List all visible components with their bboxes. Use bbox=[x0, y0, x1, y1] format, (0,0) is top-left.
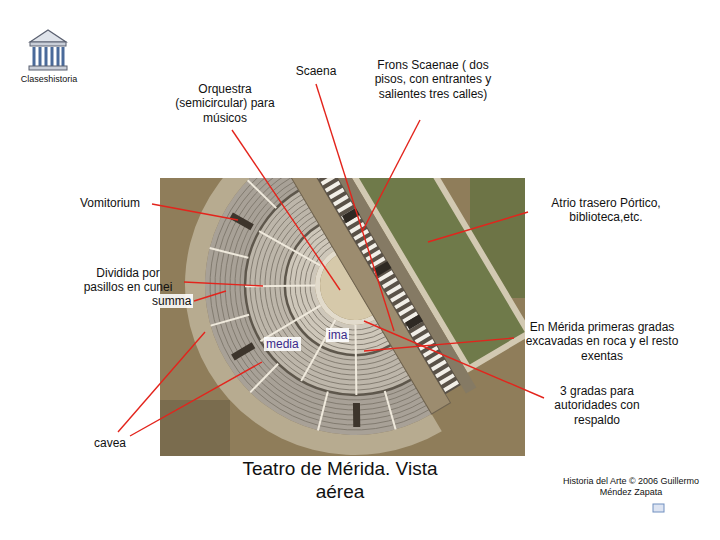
leader-line bbox=[428, 212, 528, 242]
part-label: ima bbox=[326, 328, 349, 342]
logo-architrave bbox=[30, 42, 66, 46]
nav-icon bbox=[653, 504, 664, 512]
note-label: 3 gradas para autoridades con respaldo bbox=[540, 384, 654, 427]
part-label: Atrio trasero Pórtico, biblioteca,etc. bbox=[535, 196, 677, 225]
pulpitum-stage bbox=[278, 178, 450, 414]
part-label: Orquestra (semicircular) para músicos bbox=[175, 82, 275, 125]
leader-lines bbox=[118, 84, 544, 436]
part-label: summa bbox=[150, 294, 193, 308]
part-label: cavea bbox=[94, 436, 144, 450]
theatre bbox=[160, 178, 525, 456]
leader-line bbox=[362, 120, 420, 232]
part-label: Vomitorium bbox=[80, 196, 150, 210]
leader-line bbox=[364, 338, 514, 351]
leader-line bbox=[118, 332, 205, 432]
leader-line bbox=[364, 321, 544, 398]
leader-line bbox=[130, 362, 262, 436]
frons-columns bbox=[311, 178, 452, 388]
part-label: Dividida por pasillos en cunei bbox=[76, 266, 180, 295]
figure-title: Teatro de Mérida. Vista aérea bbox=[230, 458, 450, 504]
logo-pediment bbox=[30, 30, 66, 42]
leader-line bbox=[232, 130, 340, 290]
logo-caption: Claseshistoria bbox=[14, 74, 84, 85]
logo-columns bbox=[34, 47, 63, 66]
part-label: media bbox=[264, 337, 301, 351]
leader-line bbox=[316, 84, 394, 331]
logo-base bbox=[29, 66, 67, 70]
leader-line bbox=[194, 291, 226, 301]
note-label: En Mérida primeras gradas excavadas en r… bbox=[518, 320, 686, 363]
logo-temple bbox=[29, 30, 67, 70]
terrain bbox=[160, 400, 230, 456]
valvae-doors bbox=[344, 211, 421, 326]
frons-scaenae bbox=[302, 178, 460, 394]
leader-line bbox=[184, 282, 263, 286]
part-label: Scaena bbox=[286, 64, 346, 78]
leader-line bbox=[152, 204, 238, 220]
aerial-photo bbox=[160, 178, 525, 456]
copyright: Historia del Arte © 2006 Guillermo Ménde… bbox=[548, 476, 714, 498]
part-label: Frons Scaenae ( dos pisos, con entrantes… bbox=[372, 58, 494, 101]
